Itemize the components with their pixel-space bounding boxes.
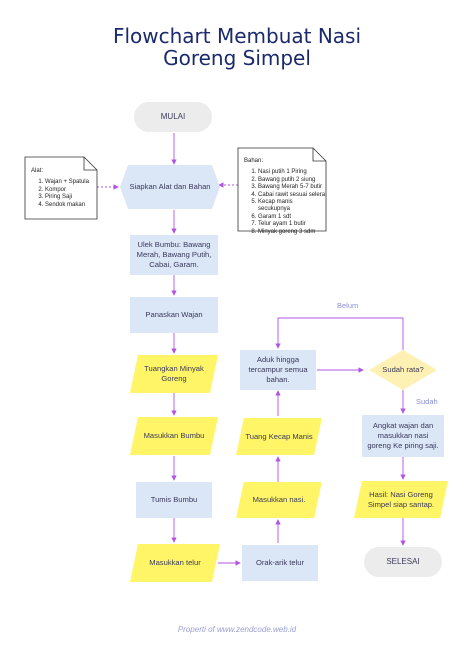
alat-item: Wajan + Spatula (45, 179, 93, 186)
tuang-kecap-io: Tuang Kecap Manis (236, 418, 322, 455)
ulek-bumbu-step: Ulek Bumbu: Bawang Merah, Bawang Putih, … (130, 235, 218, 275)
sudah-rata-decision: Sudah rata? (369, 350, 437, 390)
ulek-label: Ulek Bumbu: Bawang Merah, Bawang Putih, … (136, 240, 212, 269)
orak-arik-label: Orak-arik telur (255, 558, 305, 567)
tumis-bumbu-step: Tumis Bumbu (136, 482, 212, 518)
sudah-branch-label: Sudah (416, 397, 438, 406)
alat-note: Alat: Wajan + Spatula Kompor Piring Saji… (31, 168, 93, 209)
hasil-io: Hasil: Nasi Goreng Simpel siap santap. (354, 481, 448, 518)
masukkan-nasi-label: Masukkan nasi. (252, 495, 306, 504)
start-terminal: MULAI (134, 102, 212, 132)
alat-heading: Alat: (31, 168, 44, 174)
tuang-kecap-label: Tuang Kecap Manis (245, 431, 313, 441)
end-label: SELESAI (386, 557, 420, 566)
aduk-step: Aduk hingga tercampur semua bahan. (240, 350, 316, 390)
bahan-item: Minyak goreng 3 sdm (258, 229, 326, 236)
footer-credit: Properti of www.zendcode.web.id (177, 625, 297, 634)
tumis-label: Tumis Bumbu (150, 495, 198, 504)
alat-item: Piring Saji (45, 194, 93, 201)
belum-branch-label: Belum (337, 301, 359, 310)
bahan-item: Garam 1 sdt (258, 214, 326, 221)
masukkan-bumbu-label: Masukkan Bumbu (143, 431, 205, 440)
siapkan-label: Siapkan Alat dan Bahan (129, 182, 211, 191)
masukkan-bumbu-io: Masukkan Bumbu (129, 417, 219, 455)
panaskan-wajan-step: Panaskan Wajan (130, 297, 218, 333)
alat-list: Wajan + Spatula Kompor Piring Saji Sendo… (31, 179, 93, 209)
sudah-rata-label: Sudah rata? (382, 365, 424, 374)
hasil-label: Hasil: Nasi Goreng Simpel siap santap. (367, 489, 435, 509)
diagram-title-line-2: Goreng Simpel (163, 46, 311, 70)
aduk-label: Aduk hingga tercampur semua bahan. (248, 355, 308, 384)
alat-item: Kompor (45, 187, 93, 194)
bahan-item: Nasi putih 1 Piring (258, 169, 326, 176)
bahan-note-shape (237, 147, 327, 232)
alat-note-shape (24, 156, 98, 220)
tuangkan-minyak-io: Tuangkan Minyak Goreng (129, 355, 219, 393)
tuangkan-label: Tuangkan Minyak Goreng (144, 364, 204, 383)
bahan-item: Cabai rawit sesuai selera (258, 192, 326, 199)
masukkan-telur-label: Masukkan telur (149, 558, 201, 567)
bahan-heading: Bahan: (244, 158, 264, 164)
diagram-title-line-1: Flowchart Membuat Nasi (112, 24, 362, 48)
bahan-item: Kecap manis secukupnya (258, 199, 326, 214)
arrow-belum-loop (275, 317, 404, 350)
masukkan-nasi-io: Masukkan nasi. (236, 482, 322, 518)
bahan-note: Bahan: Nasi putih 1 Piring Bawang putih … (244, 158, 326, 236)
bahan-list: Nasi putih 1 Piring Bawang putih 2 siung… (244, 169, 326, 236)
alat-item: Sendok makan (45, 202, 93, 209)
bahan-item: Bawang putih 2 siung (258, 177, 326, 184)
angkat-label: Angkat wajan dan masukkan nasi goreng Ke… (367, 421, 439, 450)
masukkan-telur-io: Masukkan telur (129, 544, 221, 582)
decision-diamond (369, 350, 437, 390)
bahan-item: Telur ayam 1 butir (258, 221, 326, 228)
panaskan-label: Panaskan Wajan (145, 310, 203, 319)
siapkan-alat-bahan-step: Siapkan Alat dan Bahan (120, 165, 220, 209)
bahan-item: Bawang Merah 5-7 butir (258, 184, 326, 191)
orak-arik-telur-step: Orak-arik telur (242, 545, 318, 581)
angkat-wajan-step: Angkat wajan dan masukkan nasi goreng Ke… (362, 415, 444, 457)
end-terminal: SELESAI (364, 547, 442, 577)
start-label: MULAI (160, 112, 186, 121)
